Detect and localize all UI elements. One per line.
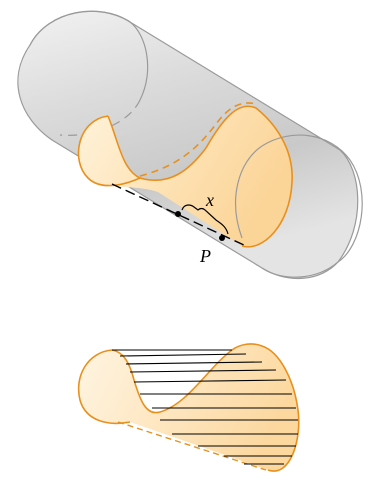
- cylinder-body: [18, 11, 358, 278]
- label-P: P: [199, 246, 211, 266]
- point-P: [219, 235, 225, 241]
- cylinder: [18, 11, 358, 278]
- cross-section-point: [175, 211, 181, 217]
- wedge-solid: [79, 344, 299, 471]
- label-x: x: [205, 190, 214, 210]
